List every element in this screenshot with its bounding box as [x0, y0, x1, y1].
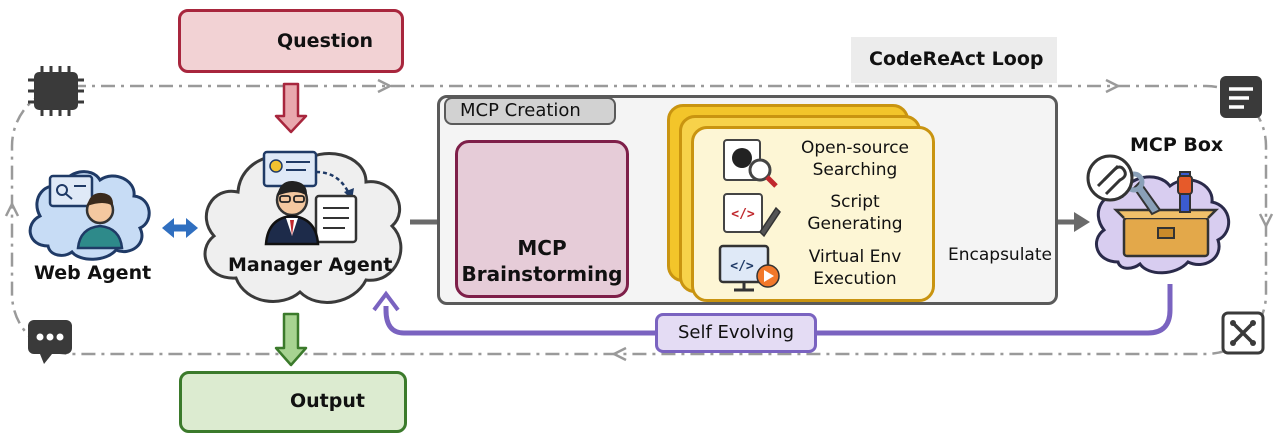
step-1-line2: Searching [812, 160, 898, 180]
mcp-creation-title: MCP Creation [460, 100, 581, 121]
step-1-line1: Open-source [801, 138, 909, 158]
mcp-box-label: MCP Box [1130, 134, 1224, 156]
self-evolving-label: Self Evolving [677, 322, 795, 343]
brainstorm-line1: MCP [517, 236, 567, 260]
bidirectional-arrow [162, 218, 198, 238]
loop-direction-arrow [377, 78, 393, 94]
output-box [179, 371, 407, 433]
self-evolving-box [655, 313, 817, 353]
github-search-icon [723, 139, 778, 188]
document-lines-icon [1220, 76, 1262, 118]
web-user-icon [48, 174, 124, 250]
question-to-manager-arrow [274, 82, 308, 134]
question-box [178, 9, 404, 73]
svg-text:</>: </> [731, 207, 755, 222]
step-2-line1: Script [830, 192, 880, 212]
codereact-loop-path [10, 84, 1268, 356]
loop-direction-arrow [611, 346, 627, 362]
creation-to-mcpbox-arrow [1058, 212, 1090, 232]
mcp-creation-tab [444, 97, 616, 125]
toolbox-icon [1086, 154, 1220, 258]
manager-agent-label: Manager Agent [228, 254, 393, 276]
code-run-icon: </> [718, 244, 780, 292]
chip-icon [28, 66, 84, 116]
step-2-line2: Generating [807, 214, 903, 234]
output-label: Output [290, 390, 365, 412]
self-evolving-arrowhead [372, 290, 400, 312]
step-icons: </> </> [718, 139, 781, 292]
loop-title-box [851, 37, 1057, 83]
step-3-line2: Execution [813, 269, 897, 289]
manager-to-output-arrow [274, 312, 308, 367]
question-label: Question [277, 30, 374, 52]
loop-title: CodeReAct Loop [869, 48, 1044, 70]
mcp-brainstorming-box [455, 140, 629, 298]
web-agent-label: Web Agent [34, 262, 152, 284]
chat-bubble-icon [28, 320, 72, 364]
step-3-line1: Virtual Env [808, 247, 902, 267]
svg-text:</>: </> [730, 259, 754, 274]
loop-direction-arrow [1258, 213, 1274, 229]
manager-icon [262, 150, 358, 246]
loop-direction-arrow [1105, 78, 1121, 94]
brainstorm-line2: Brainstorming [461, 262, 623, 286]
network-x-icon [1221, 311, 1265, 355]
loop-direction-arrow [4, 201, 20, 217]
encapsulate-label: Encapsulate [948, 245, 1052, 265]
code-pen-icon: </> [723, 193, 781, 238]
